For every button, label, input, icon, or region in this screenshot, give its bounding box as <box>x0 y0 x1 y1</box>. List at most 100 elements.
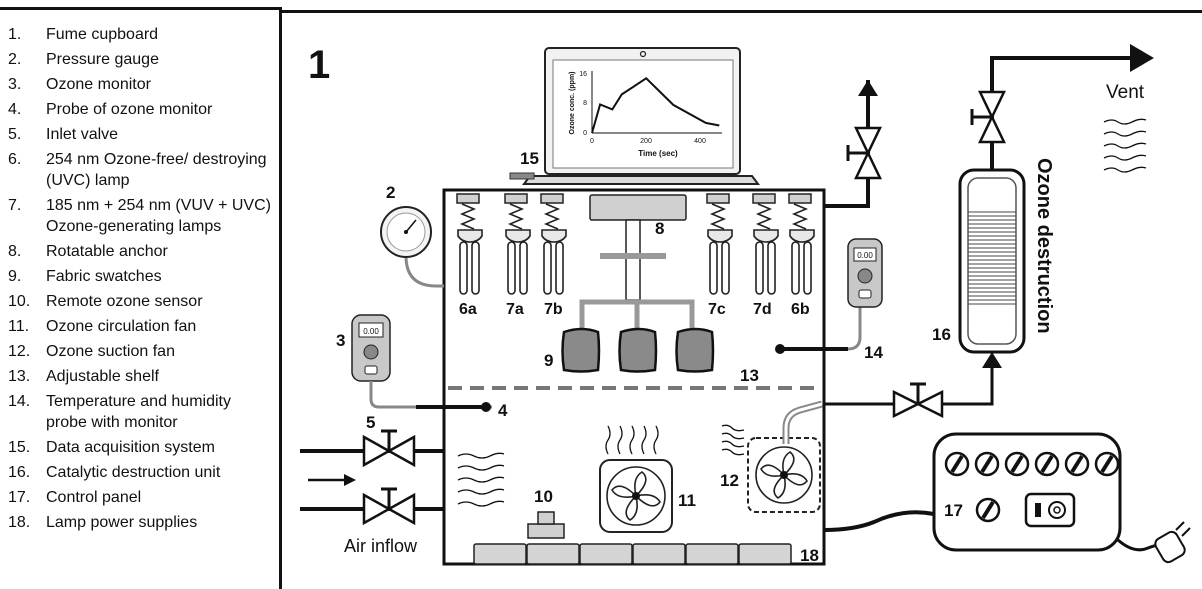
legend-item-text: Ozone suction fan <box>46 343 175 360</box>
label-14: 14 <box>864 343 883 362</box>
legend-item-number: 6. <box>8 151 22 168</box>
legend-item: 13. Adjustable shelf <box>8 366 279 387</box>
legend-item-text: Adjustable shelf <box>46 368 159 385</box>
label-17: 17 <box>944 501 963 520</box>
control-panel <box>932 432 1122 552</box>
legend-item: 5. Inlet valve <box>8 124 279 145</box>
legend-item: 14. Temperature and humidity probe with m… <box>8 391 279 433</box>
laptop-chart: 16 8 0 0 200 400 Time (sec) Ozone conc. … <box>569 71 722 158</box>
label-11: 11 <box>678 491 696 510</box>
legend-item: 18.Lamp power supplies <box>8 512 279 533</box>
legend-panel: 1.Fume cupboard 2. Pressure gauge 3. Ozone m… <box>0 10 282 589</box>
laptop-xlabel: Time (sec) <box>638 149 678 158</box>
legend-item-number: 18. <box>8 514 31 531</box>
legend-item: 11. Ozone circulation fan <box>8 316 279 337</box>
legend-item-text: Pressure gauge <box>46 51 159 68</box>
legend-item: 9. Fabric swatches <box>8 266 279 287</box>
label-6b: 6b <box>791 301 810 318</box>
legend-item: 4. Probe of ozone monitor <box>8 99 279 120</box>
legend-item: 16. Catalytic destruction unit <box>8 462 279 483</box>
legend-item-number: 3. <box>8 76 22 93</box>
legend-item-number: 15. <box>8 439 31 456</box>
inflow-air-streams <box>457 452 505 507</box>
laptop-ylabel: Ozone conc. (ppm) <box>569 72 576 135</box>
legend-item: 12. Ozone suction fan <box>8 341 279 362</box>
label-18: 18 <box>800 546 819 565</box>
legend-item-text: Ozone monitor <box>46 76 151 93</box>
lamp-7d <box>753 203 779 295</box>
legend-item-number: 1. <box>8 26 22 43</box>
legend-item-number: 4. <box>8 101 22 118</box>
lamp-caps <box>456 193 812 204</box>
label-8: 8 <box>655 219 664 238</box>
legend-item-text: Probe of ozone monitor <box>46 101 213 118</box>
label-6a: 6a <box>459 301 477 318</box>
label-16: 16 <box>932 325 951 344</box>
legend-item-number: 11. <box>8 318 30 335</box>
legend-item-text: 185 nm + 254 nm (VUV + UVC) Ozone-genera… <box>46 197 271 235</box>
legend-item-number: 12. <box>8 343 31 360</box>
legend-item-number: 9. <box>8 268 22 285</box>
legend-item-number: 13. <box>8 368 31 385</box>
uv-lamps <box>457 203 815 295</box>
label-2: 2 <box>386 183 395 202</box>
vent-pipe <box>970 44 1154 170</box>
laptop-xtick-200: 200 <box>640 138 652 145</box>
legend-item-text: Fabric swatches <box>46 268 162 285</box>
legend-item-number: 16. <box>8 464 31 481</box>
lamp-7c <box>707 203 733 295</box>
rotatable-anchor <box>579 194 695 330</box>
label-3: 3 <box>336 331 345 350</box>
legend-item-text: Rotatable anchor <box>46 243 168 260</box>
suction-fan <box>721 400 823 513</box>
label-7c: 7c <box>708 301 726 318</box>
ozone-destruction-label: Ozone destruction <box>1033 158 1055 334</box>
label-12: 12 <box>720 471 739 490</box>
legend-item-text: Control panel <box>46 489 142 506</box>
fabric-swatches <box>561 327 715 373</box>
label-5: 5 <box>366 413 375 432</box>
label-9: 9 <box>544 351 553 370</box>
laptop-xtick-400: 400 <box>694 138 706 145</box>
pressure-gauge <box>380 206 444 288</box>
laptop-ytick-8: 8 <box>583 100 587 107</box>
lamp-7a <box>505 203 531 295</box>
monitor-14-display: 0.00 <box>857 251 873 260</box>
circulation-fan <box>599 425 673 533</box>
legend-item-number: 14. <box>8 393 31 410</box>
laptop-xtick-0: 0 <box>590 138 594 145</box>
label-7b: 7b <box>544 301 563 318</box>
legend-item: 1.Fume cupboard <box>8 24 279 45</box>
label-7d: 7d <box>753 301 772 318</box>
legend-item-text: Ozone circulation fan <box>46 318 197 335</box>
monitor-3-display: 0.00 <box>363 327 379 336</box>
inlet-valve-top <box>362 429 416 468</box>
legend-item-text: Remote ozone sensor <box>46 293 203 310</box>
temp-humidity-probe: 0.00 <box>775 238 883 354</box>
laptop-ytick-0: 0 <box>583 130 587 137</box>
legend-item: 15. Data acquisition system <box>8 437 279 458</box>
laptop: 16 8 0 0 200 400 Time (sec) Ozone conc. … <box>509 47 760 185</box>
legend-item-number: 2. <box>8 51 22 68</box>
lamp-6b <box>789 203 815 295</box>
legend-item-text: Catalytic destruction unit <box>46 464 221 481</box>
legend-item-text: Data acquisition system <box>46 439 215 456</box>
schematic-diagram: 1 16 8 0 0 200 400 Time (sec) Ozone conc… <box>282 0 1202 589</box>
legend-item: 2. Pressure gauge <box>8 49 279 70</box>
label-4: 4 <box>498 401 508 420</box>
vent-air-streams <box>1103 118 1147 173</box>
top-outlet <box>824 80 882 208</box>
label-13: 13 <box>740 366 759 385</box>
legend-item: 10.Remote ozone sensor <box>8 291 279 312</box>
lamp-power-supplies <box>473 543 792 565</box>
legend-item-text: Temperature and humidity probe with moni… <box>46 393 231 431</box>
ozone-probe <box>416 402 491 412</box>
legend-item-text: Inlet valve <box>46 126 119 143</box>
legend-item-text: 254 nm Ozone-free/ destroying (UVC) lamp <box>46 151 267 189</box>
figure-number: 1 <box>308 43 330 87</box>
label-10: 10 <box>534 487 553 506</box>
laptop-series-line <box>591 77 720 134</box>
legend-list: 1.Fume cupboard 2. Pressure gauge 3. Ozone m… <box>0 10 279 533</box>
legend-item-number: 5. <box>8 126 22 143</box>
legend-item-number: 8. <box>8 243 22 260</box>
